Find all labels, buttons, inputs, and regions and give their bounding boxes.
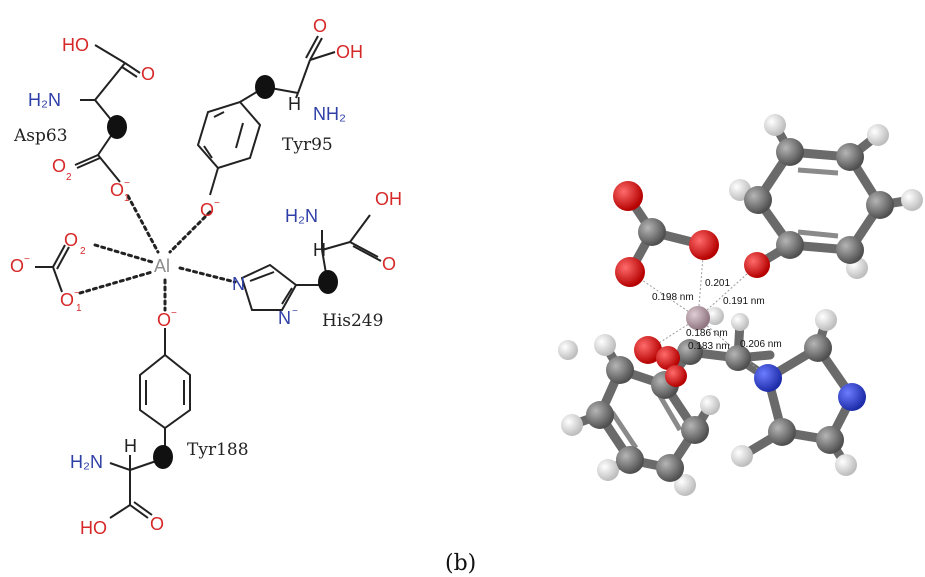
- svg-text:−: −: [292, 306, 298, 317]
- his-h: H: [313, 240, 326, 260]
- hydrogen-atoms: [558, 114, 923, 496]
- his-amine: H₂N: [285, 206, 318, 226]
- tyr95-carbonyl-o: O: [313, 16, 327, 36]
- tyr95-label: Tyr95: [282, 135, 333, 155]
- carbonate-o-top: O: [64, 230, 78, 250]
- figure-caption: (b): [445, 551, 476, 576]
- svg-text:−: −: [24, 254, 30, 265]
- atom-labels: HO O H₂N Asp63 O 2 O − 1 O OH H NH₂ Tyr9…: [10, 16, 402, 538]
- interaction-scheme: [35, 35, 382, 519]
- carbonate-o-left: O: [10, 256, 24, 276]
- tyr188-skeleton: [109, 328, 191, 519]
- tyr188-phenolate-o: O: [157, 310, 171, 330]
- tyr188-h: H: [124, 436, 137, 456]
- tyr95-skeleton: [196, 35, 336, 196]
- svg-text:2: 2: [66, 172, 72, 183]
- coordination-bonds: [78, 194, 237, 312]
- asp-hydroxyl: HO: [62, 35, 89, 55]
- asp-o1: O: [110, 180, 124, 200]
- distance-label: 0.201: [705, 278, 730, 289]
- asp-o2: O: [52, 156, 66, 176]
- tyr188-amine: H₂N: [70, 452, 103, 472]
- svg-text:−: −: [214, 198, 220, 209]
- his-hydroxyl: OH: [375, 189, 402, 209]
- his-carbonyl-o: O: [382, 254, 396, 274]
- distance-labels: 0.201 0.198 nm 0.191 nm 0.186 nm 0.183 n…: [652, 278, 782, 352]
- distance-label: 0.206 nm: [740, 339, 782, 350]
- svg-text:1: 1: [76, 303, 82, 314]
- tyr95-amine: NH₂: [313, 104, 346, 124]
- ball-and-stick-model: 0.201 0.198 nm 0.191 nm 0.186 nm 0.183 n…: [558, 114, 923, 496]
- nitrogen-atoms: [754, 364, 866, 411]
- asp-carbonyl-o: O: [141, 64, 155, 84]
- distance-label: 0.198 nm: [652, 292, 694, 303]
- svg-text:2: 2: [80, 246, 86, 257]
- carbonate-skeleton: [35, 244, 70, 293]
- svg-text:−: −: [171, 308, 177, 319]
- tyr188-label: Tyr188: [187, 440, 249, 460]
- asp-amine: H₂N: [28, 90, 61, 110]
- asp63-label: Asp63: [13, 126, 68, 146]
- tyr95-phenolate-o: O: [200, 200, 214, 220]
- tyr95-h: H: [288, 94, 301, 114]
- distance-label: 0.186 nm: [686, 328, 728, 339]
- tyr188-carbonyl-o: O: [150, 514, 164, 534]
- his-n1: N: [232, 274, 245, 294]
- distance-label: 0.183 nm: [688, 341, 730, 352]
- svg-text:−: −: [74, 288, 80, 299]
- aluminium-sphere: [686, 306, 710, 330]
- svg-text:1: 1: [124, 193, 130, 204]
- carbonate-o-bottom: O: [60, 290, 74, 310]
- distance-label: 0.191 nm: [723, 296, 765, 307]
- his249-skeleton: [240, 214, 382, 311]
- svg-text:−: −: [124, 178, 130, 189]
- his-n2: N: [278, 308, 291, 328]
- tyr188-hydroxyl: HO: [80, 518, 107, 538]
- tyr95-hydroxyl: OH: [336, 42, 363, 62]
- residue-markers: [107, 75, 338, 469]
- asp63-skeleton: [74, 44, 141, 183]
- aluminium-atom: Al: [154, 256, 170, 276]
- oxygen-atoms: [613, 181, 770, 387]
- his249-label: His249: [322, 311, 383, 331]
